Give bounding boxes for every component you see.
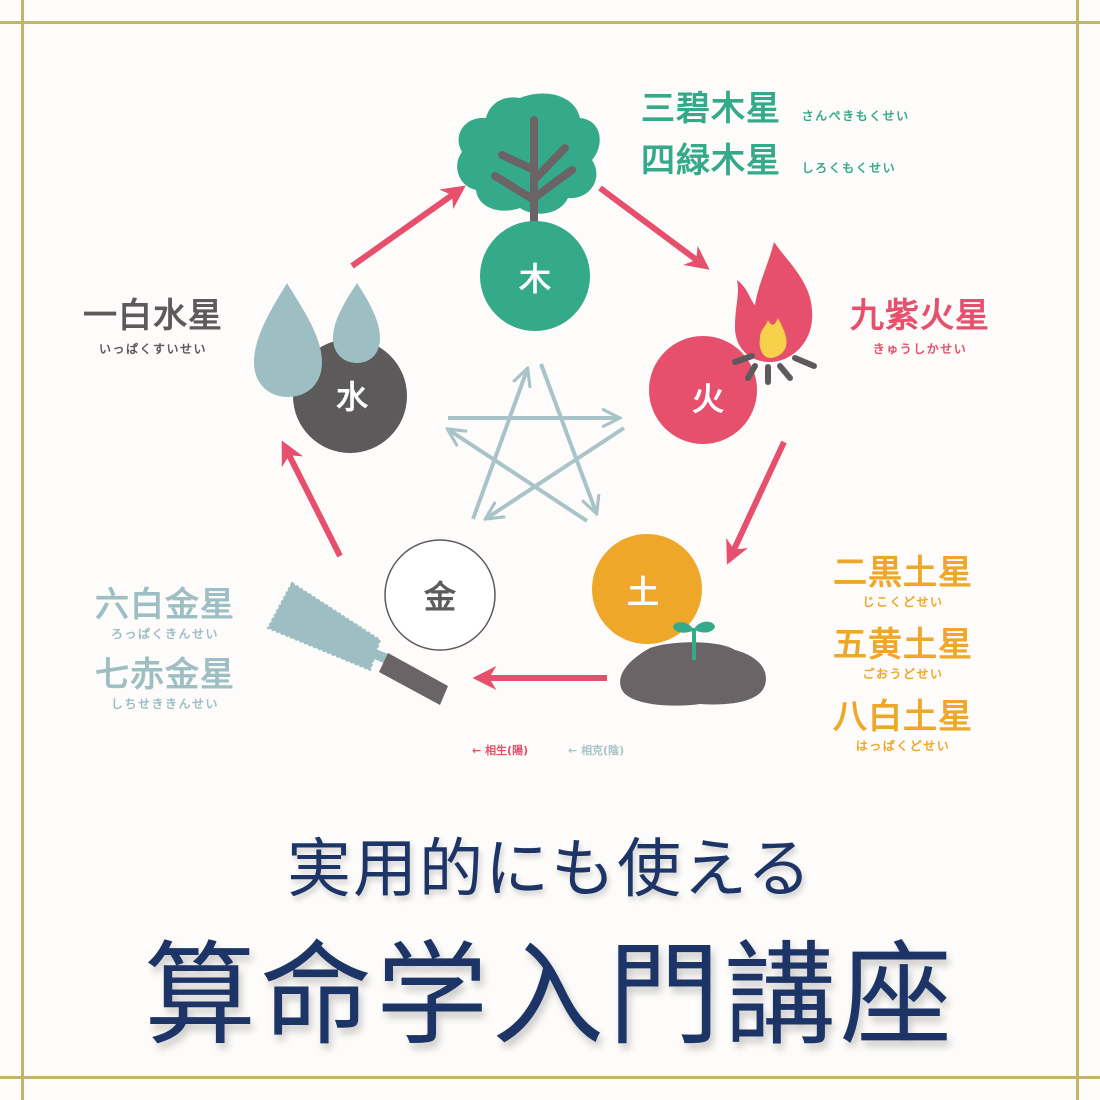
- star-reading: じこくどせい: [862, 595, 944, 609]
- arrow-metal-to-water: [281, 440, 343, 558]
- star-reading: ろっぱくきんせい: [110, 627, 219, 641]
- page-title: 算命学入門講座: [144, 931, 956, 1061]
- tree-icon: [457, 93, 600, 236]
- star-name: 二黒土星: [833, 553, 973, 593]
- earth-glyph: 土: [627, 573, 659, 611]
- frame-line-bottom: [0, 1076, 1100, 1079]
- saw-icon: [266, 581, 448, 705]
- overcoming-star: [448, 363, 626, 523]
- star-reading: さんぺきもくせい: [801, 108, 910, 123]
- metal-star-1: 六白金星 ろっぱくきんせい: [80, 586, 250, 642]
- legend-label: 相克(陰): [581, 744, 625, 757]
- star-name: 六白金星: [95, 585, 235, 625]
- wood-star-1: 三碧木星 さんぺきもくせい: [641, 90, 910, 128]
- water-star-1: 一白水星 いっぱくすいせい: [68, 297, 238, 357]
- star-reading: きゅうしかせい: [872, 342, 968, 356]
- star-line-5: [449, 430, 589, 523]
- campfire-icon: [732, 242, 817, 385]
- star-name: 七赤金星: [95, 655, 235, 695]
- earth-star-2: 五黄土星 ごおうどせい: [818, 626, 988, 682]
- fire-star-1: 九紫火星 きゅうしかせい: [835, 297, 1005, 357]
- star-name: 五黄土星: [833, 625, 973, 665]
- page-subtitle: 実用的にも使える: [286, 833, 814, 907]
- star-line-1: [471, 370, 527, 520]
- water-glyph: 水: [336, 378, 369, 416]
- star-reading: ごおうどせい: [862, 667, 944, 681]
- frame-line-left: [21, 0, 24, 1100]
- metal-circle: [384, 539, 496, 651]
- left-arrow-icon: ←: [568, 744, 578, 757]
- soil-sprout-icon: [620, 621, 766, 706]
- star-reading: しろくもくせい: [801, 160, 897, 175]
- arrow-water-to-wood: [350, 185, 466, 269]
- legend-label: 相生(陽): [485, 744, 529, 757]
- water-drops-icon: [254, 283, 380, 397]
- fire-glyph: 火: [692, 380, 724, 418]
- star-name: 三碧木星: [641, 89, 781, 129]
- wood-circle: [480, 221, 590, 331]
- left-arrow-icon: ←: [472, 744, 482, 757]
- metal-star-2: 七赤金星 しちせききんせい: [80, 656, 250, 712]
- star-name: 九紫火星: [850, 296, 990, 336]
- star-name: 一白水星: [83, 296, 223, 336]
- star-reading: いっぱくすいせい: [98, 342, 207, 356]
- earth-circle: [592, 534, 702, 644]
- legend-overcoming: ← 相克(陰): [568, 742, 624, 758]
- fire-circle: [649, 336, 757, 444]
- arrow-wood-to-fire: [598, 185, 710, 270]
- star-reading: しちせききんせい: [110, 697, 219, 711]
- frame-line-right: [1076, 0, 1079, 1100]
- star-reading: はっぱくどせい: [855, 739, 951, 753]
- wood-glyph: 木: [518, 260, 551, 298]
- earth-star-1: 二黒土星 じこくどせい: [818, 554, 988, 610]
- star-line-2: [539, 363, 596, 512]
- arrow-fire-to-earth: [726, 440, 787, 565]
- legend-generating: ← 相生(陽): [472, 742, 528, 758]
- wood-star-2: 四緑木星 しろくもくせい: [641, 142, 896, 180]
- star-line-4: [487, 426, 626, 518]
- metal-glyph: 金: [423, 578, 457, 616]
- star-name: 四緑木星: [641, 141, 781, 181]
- generating-arrows: [281, 185, 787, 690]
- frame-line-top: [0, 21, 1100, 24]
- star-name: 八白土星: [833, 697, 973, 737]
- earth-star-3: 八白土星 はっぱくどせい: [818, 698, 988, 754]
